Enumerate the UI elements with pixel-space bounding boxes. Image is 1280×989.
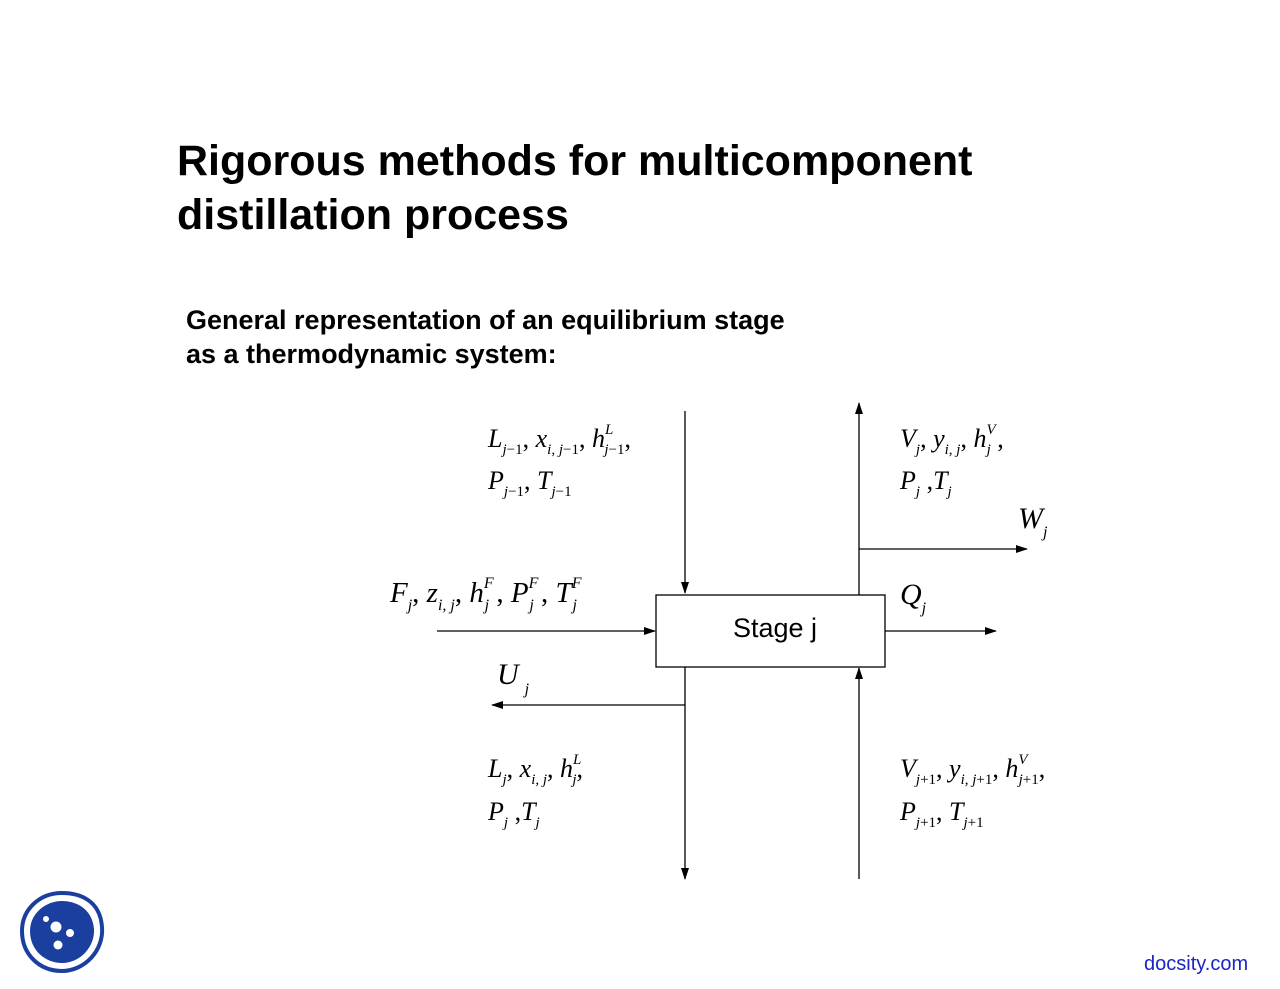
title-line-2: distillation process: [177, 191, 569, 239]
label-heat: Qj: [900, 578, 927, 617]
svg-text:Qj: Qj: [900, 578, 927, 617]
svg-text:Pj ,Tj: Pj ,Tj: [487, 797, 540, 831]
page-title: Rigorous methods for multicomponent dist…: [177, 134, 1077, 242]
svg-text:Pj ,Tj: Pj ,Tj: [899, 466, 952, 500]
stage-box: [655, 594, 886, 668]
svg-text:Vj+1, yi, j+1, hVj+1,: Vj+1, yi, j+1, hVj+1,: [900, 752, 1045, 788]
docsity-link[interactable]: docsity.com: [1144, 953, 1249, 975]
subtitle-line-1: General representation of an equilibrium…: [186, 305, 785, 335]
svg-text:Pj+1, Tj+1: Pj+1, Tj+1: [899, 797, 984, 831]
svg-text:Fj, zi, j, hFj , PFj , TFj: Fj, zi, j, hFj , PFj , TFj: [389, 575, 582, 614]
svg-text:Uj: Uj: [497, 658, 530, 698]
svg-text:Lj−1, xi, j−1, hLj−1,: Lj−1, xi, j−1, hLj−1,: [487, 422, 631, 458]
subtitle-line-2: as a thermodynamic system:: [186, 339, 557, 369]
title-line-1: Rigorous methods for multicomponent: [177, 137, 973, 185]
svg-text:Vj, yi, j, hVj ,: Vj, yi, j, hVj ,: [900, 422, 1004, 458]
label-vapor-side-draw: Wj: [1018, 502, 1048, 541]
svg-text:Lj, xi, j, hLj,: Lj, xi, j, hLj,: [487, 752, 583, 788]
stage-box-label: Stage j: [733, 613, 817, 643]
svg-text:Pj−1, Tj−1: Pj−1, Tj−1: [487, 466, 572, 500]
svg-text:Wj: Wj: [1018, 502, 1048, 541]
page-subtitle: General representation of an equilibrium…: [186, 303, 886, 371]
docsity-logo-icon[interactable]: [18, 889, 106, 975]
